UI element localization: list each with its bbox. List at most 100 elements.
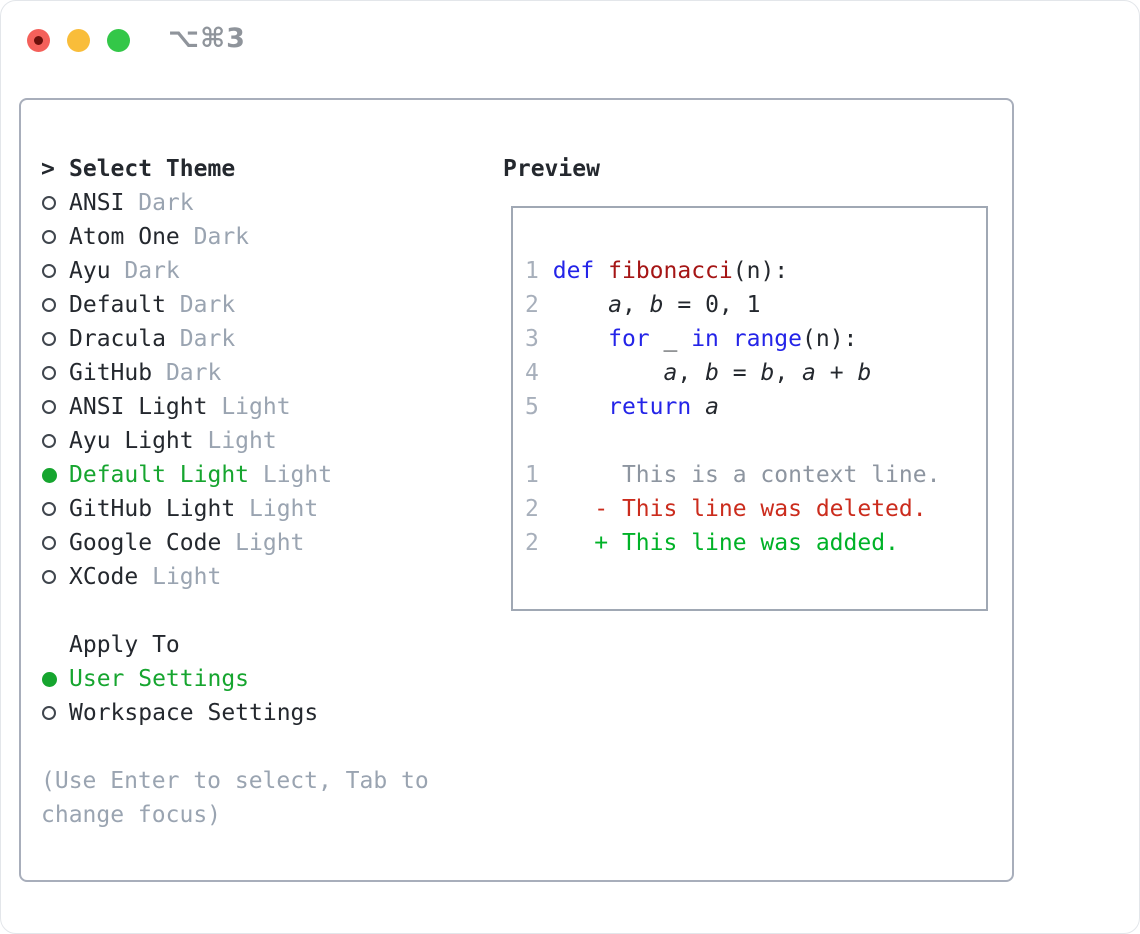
code-token: fibonacci xyxy=(608,258,733,284)
code-token: , xyxy=(621,292,650,318)
apply-to-option[interactable]: User Settings xyxy=(41,662,501,696)
theme-option-tag: Light xyxy=(235,530,305,556)
theme-option-name: Google Code xyxy=(69,530,222,556)
zoom-button[interactable] xyxy=(107,29,130,52)
code-token xyxy=(719,326,733,352)
code-token xyxy=(553,292,608,318)
line-number: 4 xyxy=(525,360,539,386)
theme-option[interactable]: Default Dark xyxy=(41,288,501,322)
titlebar: ⌥⌘3 xyxy=(1,1,1139,71)
radio-circle-icon xyxy=(42,467,57,483)
theme-option-name: Atom One xyxy=(69,224,180,250)
code-token xyxy=(553,326,608,352)
spacer xyxy=(41,730,501,764)
radio-circle-icon xyxy=(42,706,56,720)
code-token: (n): xyxy=(802,326,858,352)
theme-option[interactable]: Google Code Light xyxy=(41,526,501,560)
line-number: 5 xyxy=(525,394,539,420)
preview-code-line: 3 for _ in range(n): xyxy=(525,322,986,356)
line-number: 2 xyxy=(525,292,539,318)
theme-option-tag: Dark xyxy=(124,258,180,284)
radio-unselected-icon xyxy=(41,706,69,720)
help-text-line: (Use Enter to select, Tab to xyxy=(41,768,429,794)
code-token xyxy=(594,258,608,284)
line-number: 3 xyxy=(525,326,539,352)
theme-option[interactable]: GitHub Light Light xyxy=(41,492,501,526)
help-text: (Use Enter to select, Tab to change focus… xyxy=(41,764,501,832)
theme-option-tag: Dark xyxy=(138,190,194,216)
select-theme-title: Select Theme xyxy=(69,156,236,182)
theme-option[interactable]: Ayu Dark xyxy=(41,254,501,288)
theme-option-tag: Dark xyxy=(179,292,236,318)
code-token xyxy=(553,394,608,420)
theme-option-name: Ayu xyxy=(69,258,111,284)
theme-option-name: Default xyxy=(69,292,166,318)
radio-unselected-icon xyxy=(41,400,69,414)
window-shortcut-label: ⌥⌘3 xyxy=(168,23,246,54)
code-token: b xyxy=(649,292,664,318)
code-token: for xyxy=(608,326,650,352)
code-token: b xyxy=(760,360,775,386)
minimize-button[interactable] xyxy=(67,29,90,52)
code-token: b xyxy=(705,360,719,386)
radio-circle-icon xyxy=(42,196,56,210)
spacer xyxy=(41,594,501,628)
theme-option[interactable]: GitHub Dark xyxy=(41,356,501,390)
radio-unselected-icon xyxy=(41,196,69,210)
radio-circle-icon xyxy=(42,366,56,380)
close-dot-icon xyxy=(34,36,43,45)
radio-unselected-icon xyxy=(41,366,69,380)
diff-text: This is a context line. xyxy=(552,462,941,488)
radio-circle-icon xyxy=(42,264,56,278)
theme-option-tag: Light xyxy=(152,564,222,590)
radio-unselected-icon xyxy=(41,536,69,550)
radio-unselected-icon xyxy=(41,570,69,584)
radio-circle-icon xyxy=(42,570,56,584)
diff-text: - This line was deleted. xyxy=(552,496,927,522)
code-token xyxy=(691,394,705,420)
apply-to-option-label: Workspace Settings xyxy=(69,700,319,726)
theme-option-name: GitHub xyxy=(69,360,153,386)
preview-diff-line: 1 This is a context line. xyxy=(525,458,986,492)
close-button[interactable] xyxy=(27,29,50,52)
apply-to-option-label: User Settings xyxy=(69,666,250,692)
theme-option-tag: Light xyxy=(207,428,277,454)
help-text-line: change focus) xyxy=(41,802,222,828)
code-token: b xyxy=(857,360,872,386)
code-token: _ xyxy=(649,326,692,352)
preview-code-line: 2 a, b = 0, 1 xyxy=(525,288,986,322)
theme-option-tag: Light xyxy=(249,496,319,522)
code-token: a xyxy=(705,394,719,420)
code-token: = 0, 1 xyxy=(663,292,761,318)
theme-option-tag: Light xyxy=(221,394,291,420)
radio-circle-icon xyxy=(42,502,56,516)
preview-title: Preview xyxy=(503,156,600,182)
preview-code-line: 4 a, b = b, a + b xyxy=(525,356,986,390)
code-token: (n): xyxy=(732,258,789,284)
radio-circle-icon xyxy=(42,230,56,244)
preview-blank-line xyxy=(525,424,986,458)
diff-text: + This line was added. xyxy=(552,530,899,556)
code-token xyxy=(553,360,664,386)
code-token: a xyxy=(608,292,622,318)
code-token: , xyxy=(774,360,803,386)
theme-option-tag: Dark xyxy=(165,360,222,386)
line-number: 2 xyxy=(525,530,539,556)
code-token: return xyxy=(608,394,692,420)
apply-to-option[interactable]: Workspace Settings xyxy=(41,696,501,730)
code-token: in xyxy=(691,326,719,352)
code-token: range xyxy=(732,326,803,352)
theme-option[interactable]: ANSI Dark xyxy=(41,186,501,220)
theme-option-name: ANSI xyxy=(69,190,125,216)
radio-unselected-icon xyxy=(41,502,69,516)
theme-option-name: GitHub Light xyxy=(69,496,236,522)
